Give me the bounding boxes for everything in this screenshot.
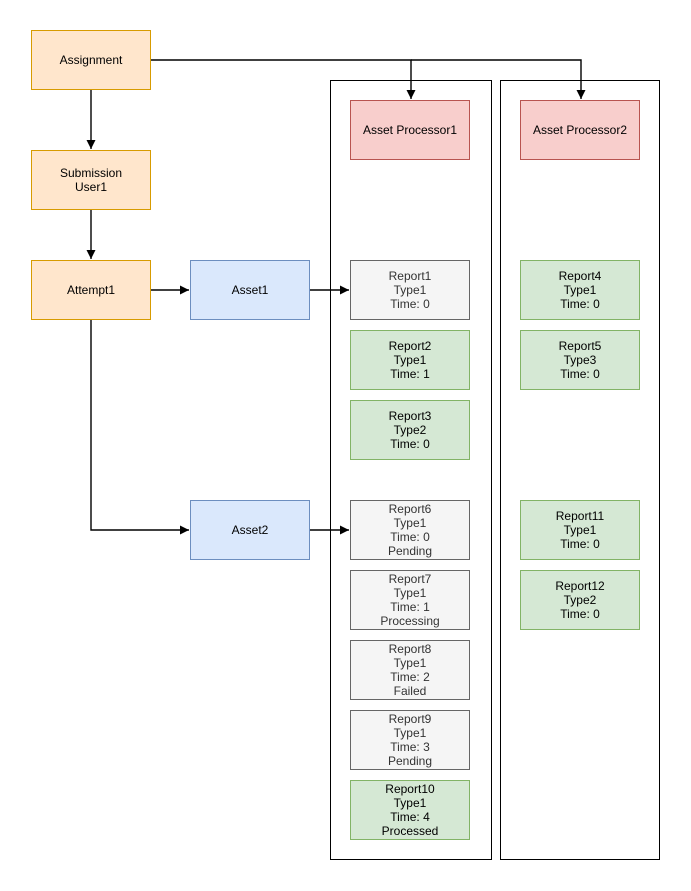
report11-node: Report11 Type1 Time: 0: [520, 500, 640, 560]
asset2-node: Asset2: [190, 500, 310, 560]
assignment-node: Assignment: [31, 30, 151, 90]
report3-node: Report3 Type2 Time: 0: [350, 400, 470, 460]
edge-attempt1-to-asset2: [90, 320, 189, 535]
report10-node: Report10 Type1 Time: 4 Processed: [350, 780, 470, 840]
report8-node: Report8 Type1 Time: 2 Failed: [350, 640, 470, 700]
report2-node: Report2 Type1 Time: 1: [350, 330, 470, 390]
report1-node: Report1 Type1 Time: 0: [350, 260, 470, 320]
report4-node: Report4 Type1 Time: 0: [520, 260, 640, 320]
asset-processor2-container: [500, 80, 660, 860]
asset-processor1-node: Asset Processor1: [350, 100, 470, 160]
report7-node: Report7 Type1 Time: 1 Processing: [350, 570, 470, 630]
report6-node: Report6 Type1 Time: 0 Pending: [350, 500, 470, 560]
asset1-node: Asset1: [190, 260, 310, 320]
report9-node: Report9 Type1 Time: 3 Pending: [350, 710, 470, 770]
report12-node: Report12 Type2 Time: 0: [520, 570, 640, 630]
attempt1-node: Attempt1: [31, 260, 151, 320]
asset-processor2-node: Asset Processor2: [520, 100, 640, 160]
report5-node: Report5 Type3 Time: 0: [520, 330, 640, 390]
submission-user1-node: Submission User1: [31, 150, 151, 210]
